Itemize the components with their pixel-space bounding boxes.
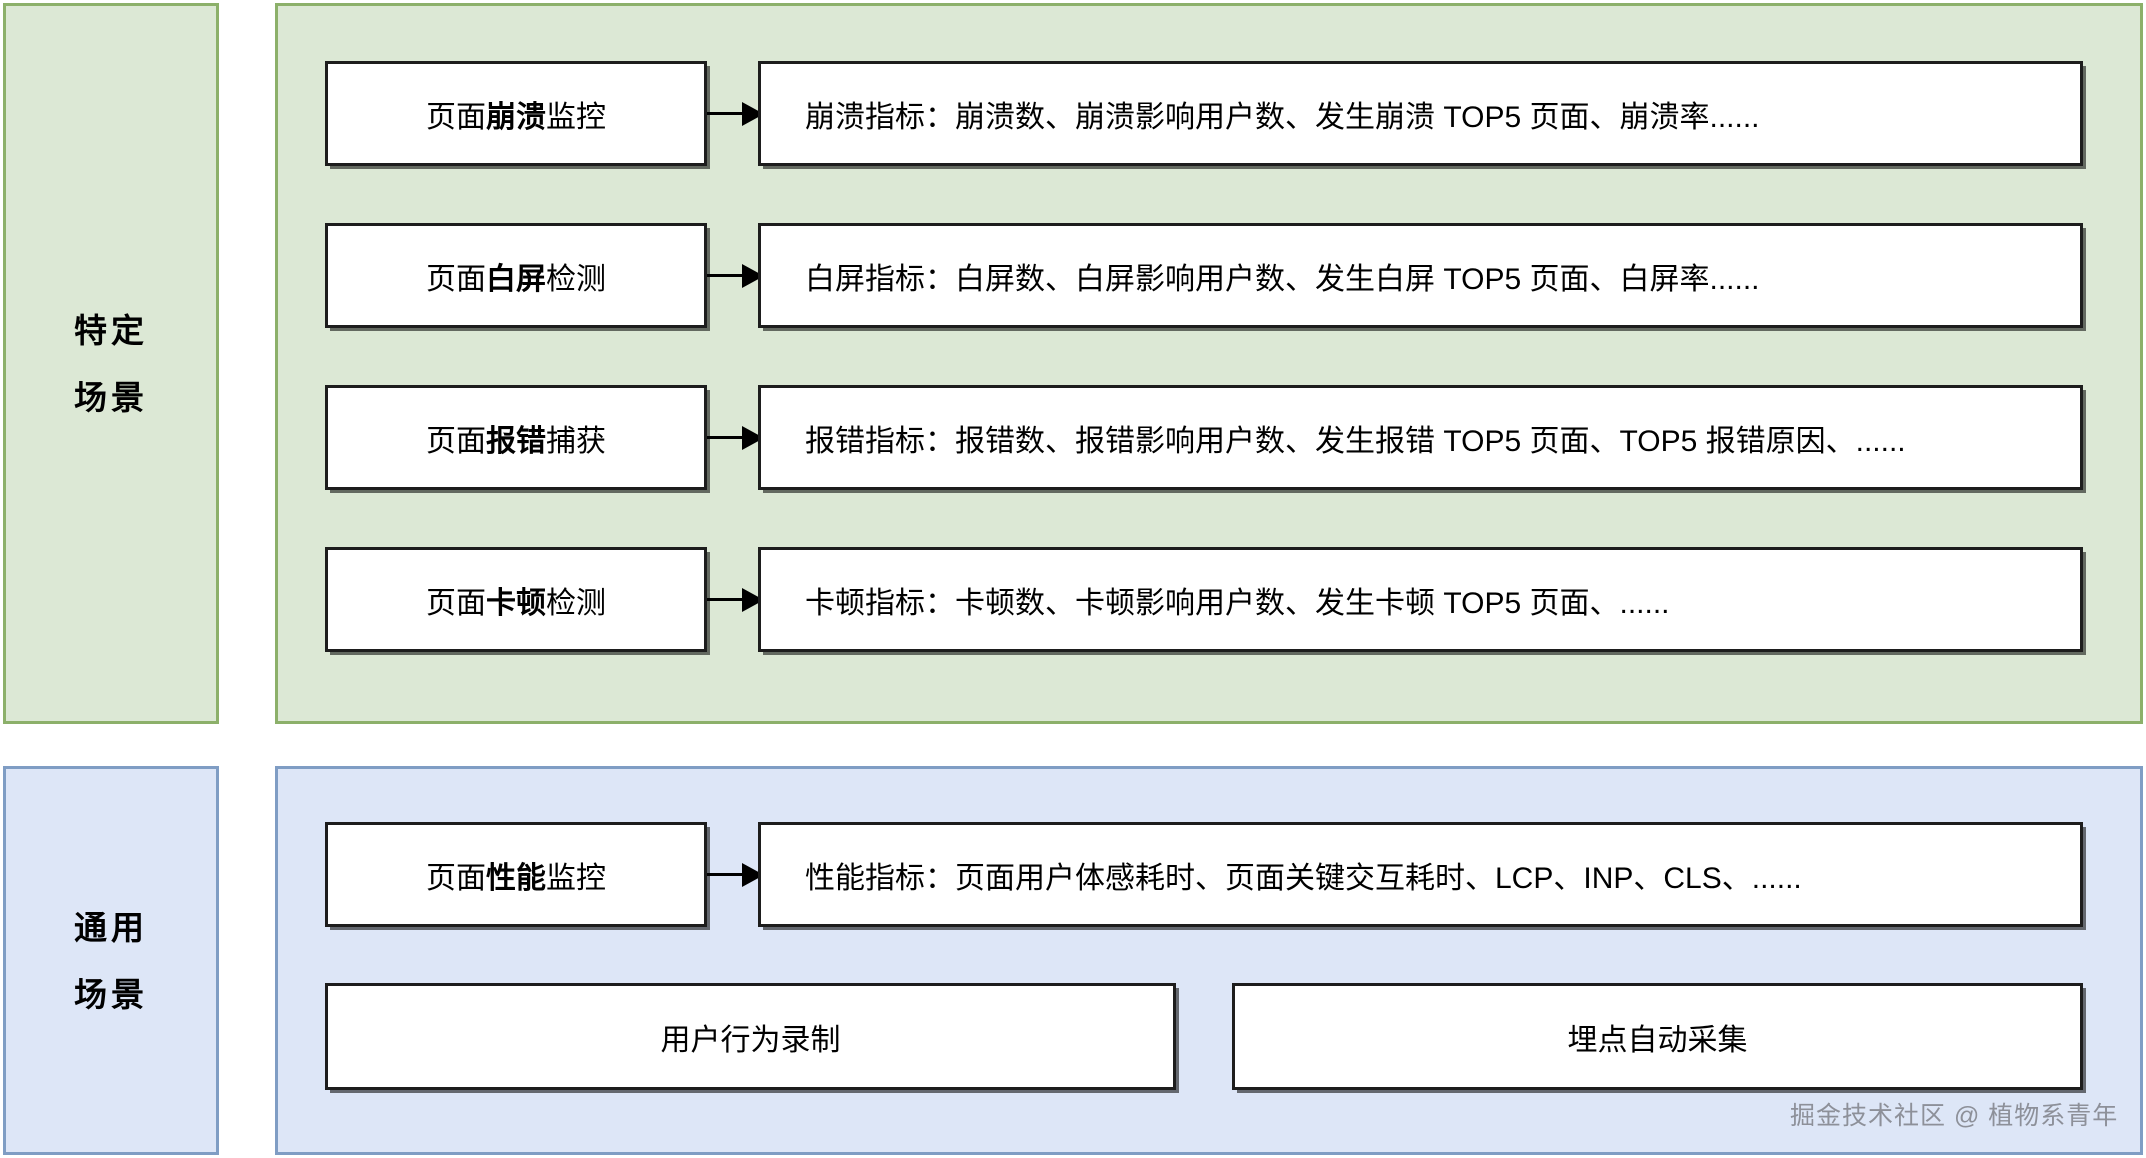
arrow-icon-error <box>707 436 762 439</box>
metrics-box-performance-label: 性能指标：页面用户体感耗时、页面关键交互耗时、LCP、INP、CLS、.....… <box>805 861 1802 895</box>
feature-box-auto-tracking-label: 埋点自动采集 <box>1567 1023 1748 1057</box>
general-scenario-label-line-2: 场景 <box>74 975 148 1013</box>
specific-scenario-label-panel: 特定 场景 <box>3 3 219 724</box>
metrics-box-performance[interactable]: 性能指标：页面用户体感耗时、页面关键交互耗时、LCP、INP、CLS、.....… <box>758 822 2083 927</box>
source-box-white-screen[interactable]: 页面白屏检测 <box>325 223 707 328</box>
feature-box-session-replay-label: 用户行为录制 <box>660 1023 841 1057</box>
metrics-box-crash-label: 崩溃指标：崩溃数、崩溃影响用户数、发生崩溃 TOP5 页面、崩溃率...... <box>805 100 1760 134</box>
source-box-crash[interactable]: 页面崩溃监控 <box>325 61 707 166</box>
source-box-error-label: 页面报错捕获 <box>426 424 606 458</box>
watermark-text: 掘金技术社区 @ 植物系青年 <box>1790 1102 2119 1130</box>
metrics-box-error-label: 报错指标：报错数、报错影响用户数、发生报错 TOP5 页面、TOP5 报错原因、… <box>805 424 1906 458</box>
source-box-performance-label: 页面性能监控 <box>426 861 606 895</box>
specific-scenario-label-line-2: 场景 <box>74 378 148 416</box>
source-box-performance[interactable]: 页面性能监控 <box>325 822 707 927</box>
arrow-icon-performance <box>707 873 762 876</box>
source-box-white-screen-label: 页面白屏检测 <box>426 262 606 296</box>
metrics-box-crash[interactable]: 崩溃指标：崩溃数、崩溃影响用户数、发生崩溃 TOP5 页面、崩溃率...... <box>758 61 2083 166</box>
metrics-box-jank[interactable]: 卡顿指标：卡顿数、卡顿影响用户数、发生卡顿 TOP5 页面、...... <box>758 547 2083 652</box>
metrics-box-white-screen-label: 白屏指标：白屏数、白屏影响用户数、发生白屏 TOP5 页面、白屏率...... <box>805 262 1760 296</box>
arrow-icon-white-screen <box>707 274 762 277</box>
metrics-box-error[interactable]: 报错指标：报错数、报错影响用户数、发生报错 TOP5 页面、TOP5 报错原因、… <box>758 385 2083 490</box>
source-box-jank[interactable]: 页面卡顿检测 <box>325 547 707 652</box>
metrics-box-jank-label: 卡顿指标：卡顿数、卡顿影响用户数、发生卡顿 TOP5 页面、...... <box>805 586 1670 620</box>
feature-box-auto-tracking[interactable]: 埋点自动采集 <box>1232 983 2083 1090</box>
general-scenario-label-panel: 通用 场景 <box>3 766 219 1155</box>
specific-scenario-label-line-1: 特定 <box>74 311 148 349</box>
source-box-error[interactable]: 页面报错捕获 <box>325 385 707 490</box>
arrow-icon-crash <box>707 112 762 115</box>
arrow-icon-jank <box>707 598 762 601</box>
metrics-box-white-screen[interactable]: 白屏指标：白屏数、白屏影响用户数、发生白屏 TOP5 页面、白屏率...... <box>758 223 2083 328</box>
source-box-jank-label: 页面卡顿检测 <box>426 586 606 620</box>
feature-box-session-replay[interactable]: 用户行为录制 <box>325 983 1176 1090</box>
general-scenario-label-line-1: 通用 <box>74 908 148 946</box>
source-box-crash-label: 页面崩溃监控 <box>426 100 606 134</box>
